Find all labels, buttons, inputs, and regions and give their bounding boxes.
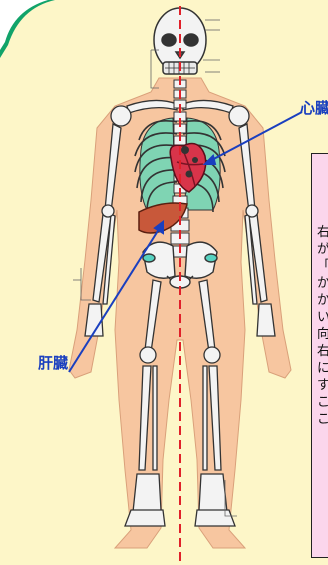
skeleton-figure xyxy=(55,0,305,565)
liver-label: 肝臓 xyxy=(38,352,68,373)
note-text: 右が「向かかい向右にすここ xyxy=(317,224,328,428)
note-box: 右が「向かかい向右にすここ xyxy=(311,153,328,558)
corner-decoration xyxy=(0,0,60,60)
heart-label: 心臓 xyxy=(300,97,328,118)
